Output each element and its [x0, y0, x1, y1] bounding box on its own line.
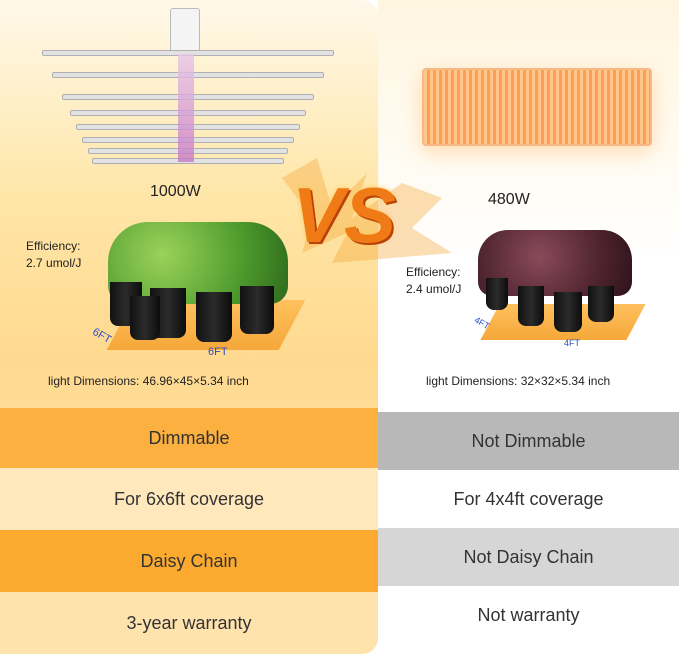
left-feature-dimmable: Dimmable — [0, 408, 378, 468]
pot — [588, 286, 614, 322]
left-dimensions: light Dimensions: 46.96×45×5.34 inch — [48, 374, 249, 388]
pot — [486, 278, 508, 310]
pot — [554, 292, 582, 332]
driver-box — [170, 8, 200, 56]
left-wattage-title: 1000W — [150, 183, 201, 200]
right-efficiency: Efficiency: 2.4 umol/J — [406, 264, 461, 298]
pot — [240, 286, 274, 334]
left-efficiency-value: 2.7 umol/J — [26, 256, 82, 270]
right-efficiency-label: Efficiency: — [406, 265, 461, 279]
vs-flame-icon — [282, 158, 452, 263]
left-width-label: 6FT — [208, 346, 228, 358]
vs-text: VS — [292, 171, 397, 259]
left-efficiency-label: Efficiency: — [26, 239, 81, 253]
left-feature-coverage: For 6x6ft coverage — [0, 468, 378, 530]
center-spine — [178, 54, 194, 162]
right-dimensions: light Dimensions: 32×32×5.34 inch — [426, 374, 611, 388]
right-width-label: 4FT — [564, 338, 581, 348]
right-feature-daisy-chain: Not Daisy Chain — [378, 528, 679, 586]
left-efficiency: Efficiency: 2.7 umol/J — [26, 238, 81, 272]
right-feature-warranty: Not warranty — [378, 586, 679, 644]
right-wattage-title: 480W — [488, 191, 530, 208]
quantum-board-light-fixture — [422, 68, 652, 146]
right-feature-coverage: For 4x4ft coverage — [378, 470, 679, 528]
left-feature-warranty: 3-year warranty — [0, 592, 378, 654]
right-feature-dimmable: Not Dimmable — [378, 412, 679, 470]
pot — [196, 292, 232, 342]
pot — [130, 296, 160, 340]
right-efficiency-value: 2.4 umol/J — [406, 282, 462, 296]
pot — [518, 286, 544, 326]
left-feature-daisy-chain: Daisy Chain — [0, 530, 378, 592]
